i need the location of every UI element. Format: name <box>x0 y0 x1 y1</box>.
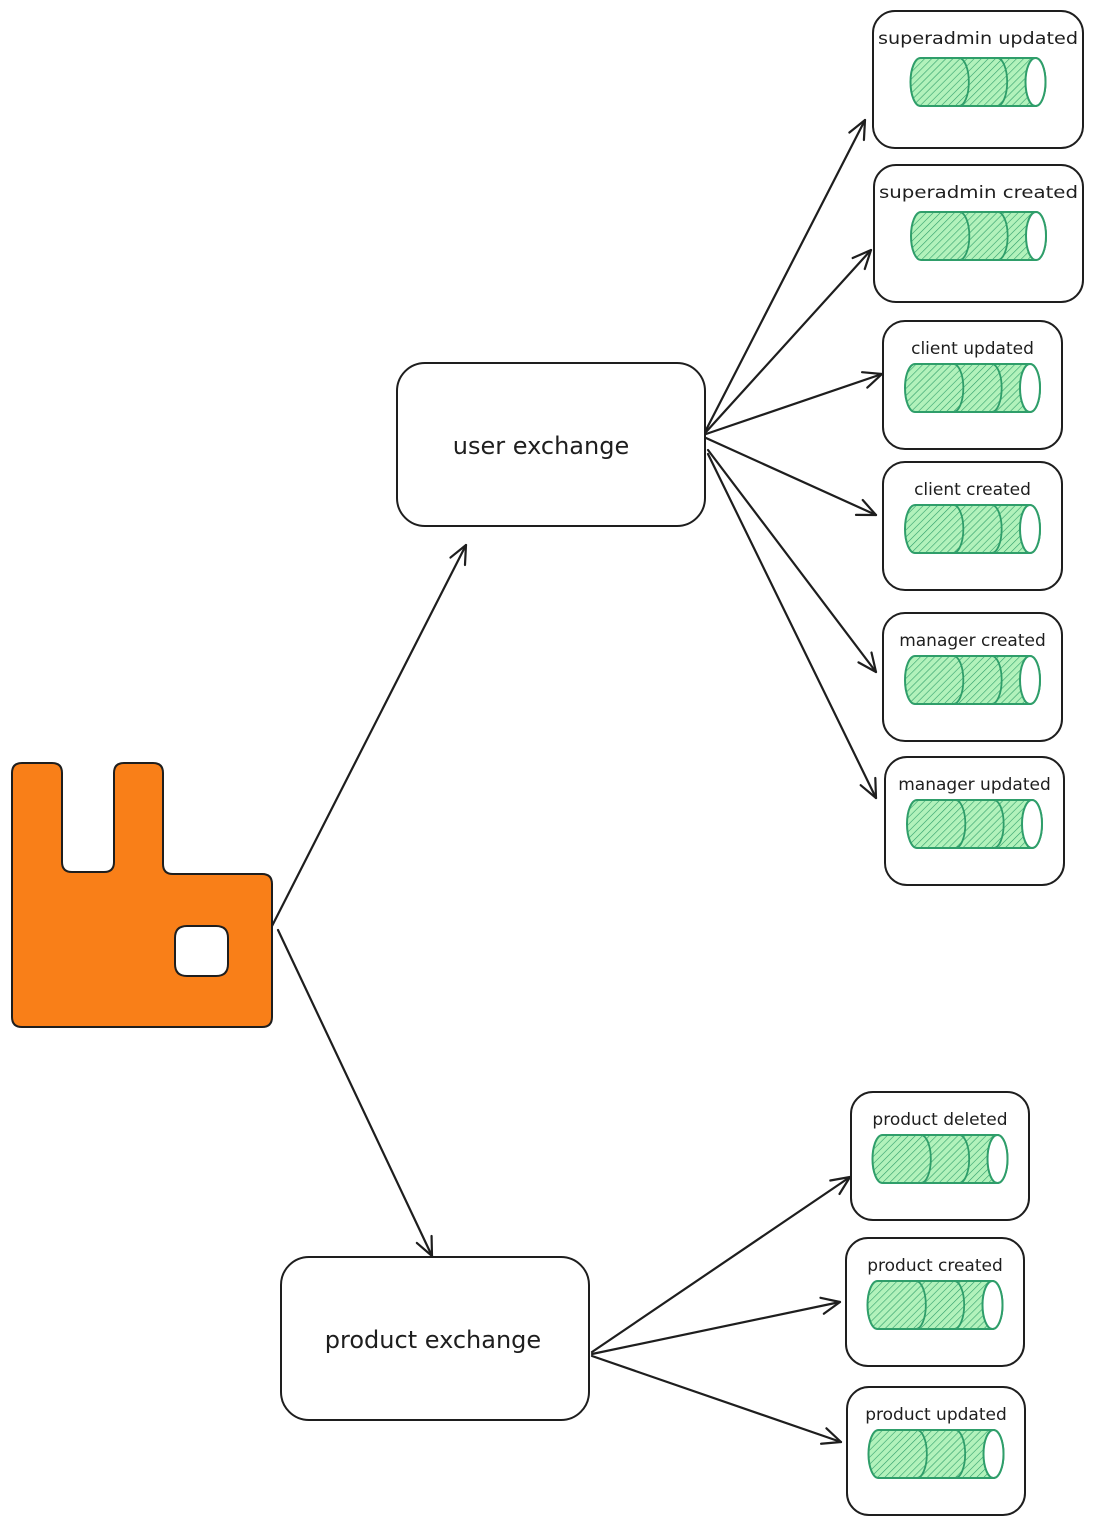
queue-manager-updated[interactable]: manager updated <box>884 756 1065 886</box>
arrow-user-to-superadmin-updated <box>704 118 867 432</box>
queues-layer: superadmin updated superadmin created clie… <box>845 10 1084 1516</box>
arrow-product-to-product-deleted <box>590 1175 852 1354</box>
queue-cylinder-icon <box>906 799 1043 849</box>
queue-cylinder-icon <box>904 655 1041 705</box>
queue-manager-updated-label: manager updated <box>898 775 1051 795</box>
queue-client-created-label: client created <box>914 480 1031 500</box>
queue-product-deleted[interactable]: product deleted <box>850 1091 1030 1221</box>
rabbitmq-icon <box>11 762 273 1028</box>
queue-manager-created-label: manager created <box>899 631 1046 651</box>
queue-cylinder-icon <box>866 1280 1004 1330</box>
queue-superadmin-updated-label: superadmin updated <box>878 29 1078 49</box>
arrows-layer <box>268 118 884 1445</box>
queue-superadmin-updated[interactable]: superadmin updated <box>872 10 1084 149</box>
arrow-product-to-product-updated <box>590 1354 843 1445</box>
rabbitmq-logo-shape <box>11 762 273 1028</box>
queue-product-created-label: product created <box>867 1256 1003 1276</box>
arrow-user-to-superadmin-created <box>704 248 873 434</box>
queue-cylinder-icon <box>910 211 1047 261</box>
product-exchange-label: product exchange <box>325 1326 541 1354</box>
queue-superadmin-created-label: superadmin created <box>879 183 1078 203</box>
queue-product-deleted-label: product deleted <box>872 1110 1007 1130</box>
queue-manager-created[interactable]: manager created <box>882 612 1063 742</box>
queue-client-updated-label: client updated <box>911 339 1034 359</box>
arrow-user-to-client-created <box>704 436 878 517</box>
queue-cylinder-icon <box>904 504 1041 554</box>
queue-cylinder-icon <box>904 363 1041 413</box>
product-exchange-box[interactable]: product exchange <box>280 1256 590 1421</box>
queue-cylinder-icon <box>867 1429 1005 1479</box>
arrow-logo-to-product-exchange <box>276 928 434 1258</box>
arrow-user-to-manager-updated <box>706 452 878 800</box>
arrow-user-to-manager-created <box>706 448 878 674</box>
queue-client-updated[interactable]: client updated <box>882 320 1063 450</box>
user-exchange-box[interactable]: user exchange <box>396 362 706 527</box>
queue-product-updated[interactable]: product updated <box>846 1386 1026 1516</box>
queue-product-updated-label: product updated <box>865 1405 1006 1425</box>
arrow-product-to-product-created <box>590 1296 842 1356</box>
queue-superadmin-created[interactable]: superadmin created <box>873 164 1084 303</box>
queue-product-created[interactable]: product created <box>845 1237 1025 1367</box>
arrow-logo-to-user-exchange <box>268 543 468 932</box>
queue-cylinder-icon <box>909 57 1047 107</box>
user-exchange-label: user exchange <box>453 432 629 460</box>
queue-cylinder-icon <box>871 1134 1009 1184</box>
queue-client-created[interactable]: client created <box>882 461 1063 591</box>
